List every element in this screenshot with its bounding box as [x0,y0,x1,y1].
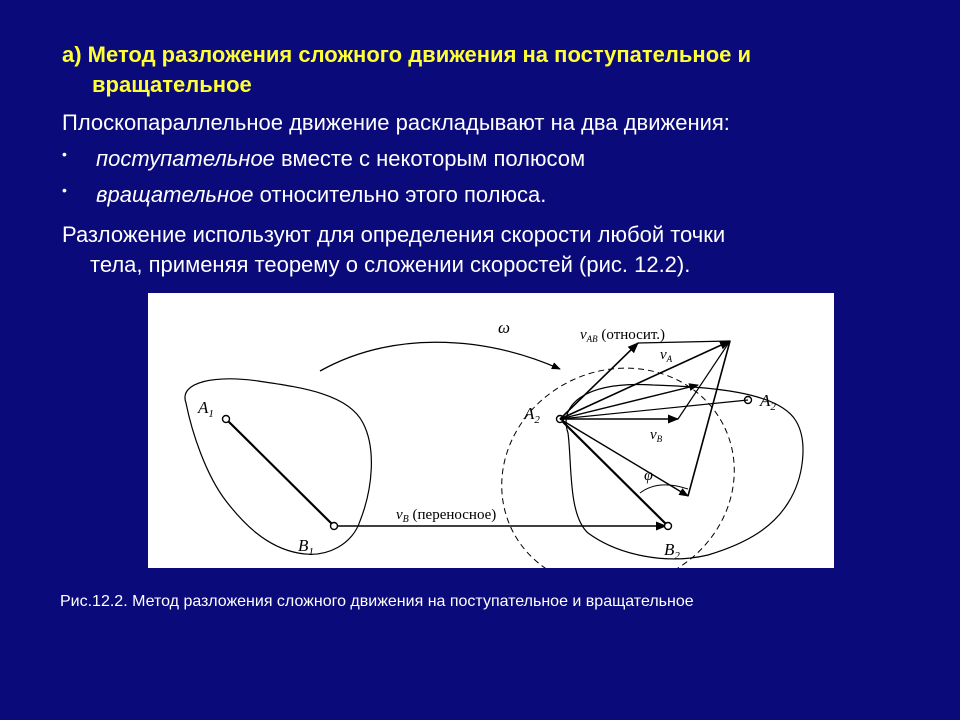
bullet-rest-text: относительно этого полюса. [253,182,547,207]
line-va-to-b2 [687,340,731,497]
label-b2: B2 [664,540,680,562]
label-vab: vAB (относит.) [580,327,665,344]
vector-va [559,340,732,420]
slide-heading: а) Метод разложения сложного движения на… [62,40,922,100]
phi-angle-arc [639,484,689,494]
rotation-circle-dashed [501,367,735,589]
vector-long-right [559,383,699,420]
label-b1: B1 [298,536,314,558]
body-outline-initial [184,378,372,555]
vector-vab-relative [559,342,639,420]
decomposition-paragraph: Разложение используют для определения ск… [62,220,882,280]
label-phi: φ [644,467,653,484]
bullet-marker: • [62,182,67,198]
bullet-rest-text: вместе с некоторым полюсом [274,146,586,171]
figure-12-2: ω A1 B1 vB (переносное) A2 B2 A2 φ vAB (… [148,293,834,589]
line-a2-to-a2-right [559,399,749,420]
point-b2 [663,521,673,531]
heading-line-2: вращательное [92,72,252,97]
bullet-italic-term: поступательное [96,146,275,171]
body-outline-final [565,383,804,560]
point-b1 [329,521,339,531]
label-vb-transport: vB (переносное) [396,507,496,525]
label-a1: A1 [197,398,214,420]
parallelogram-right [677,340,731,420]
omega-curved-arrow [319,341,561,372]
bullet-italic-term: вращательное [96,182,254,207]
segment-a1-b1 [225,418,335,527]
heading-line-1: а) Метод разложения сложного движения на… [62,42,752,67]
intro-text: Плоскопараллельное движение раскладывают… [62,110,730,135]
label-vb-at-a2: vB [650,427,663,444]
point-a1 [221,414,231,424]
label-va: vA [660,347,673,364]
line-a2-to-b2-arrow [559,418,689,497]
segment-a2-b2 [559,418,669,527]
figure-caption: Рис.12.2. Метод разложения сложного движ… [60,593,694,610]
bullet-marker: • [62,146,67,162]
velocity-diagram: ω A1 B1 vB (переносное) A2 B2 A2 φ vAB (… [184,318,804,589]
label-a2-right: A2 [759,391,776,413]
label-a2: A2 [523,404,540,426]
paragraph-line-2: тела, применяя теорему о сложении скорос… [90,252,691,277]
omega-label: ω [498,318,510,337]
parallelogram-top [637,340,731,344]
paragraph-line-1: Разложение используют для определения ск… [62,222,726,247]
